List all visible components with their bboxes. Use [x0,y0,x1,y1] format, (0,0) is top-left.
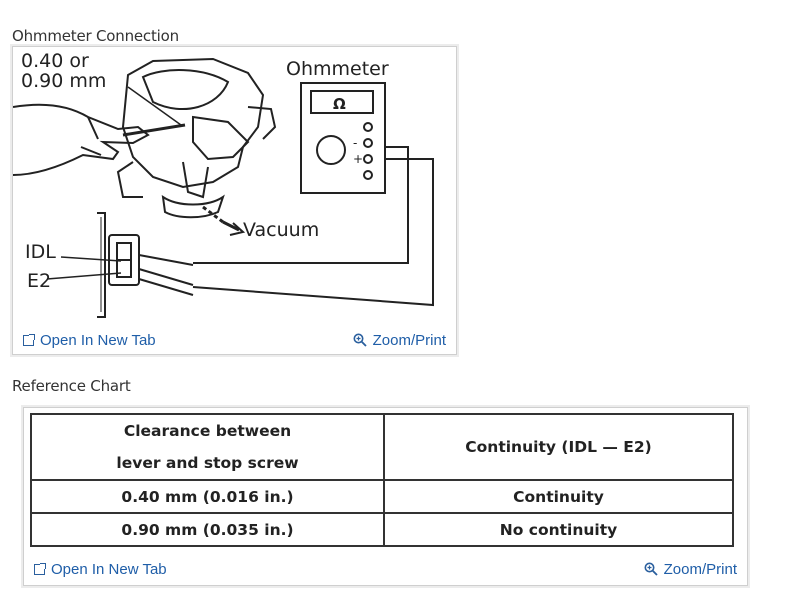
header-continuity: Continuity (IDL — E2) [383,413,734,481]
reference-chart-panel: Clearance between lever and stop screw C… [23,407,748,586]
ohmmeter-connection-diagram: 0.40 or 0.90 mm Ohmmeter Ω Vacuum IDL E2… [13,50,434,318]
gap-label-line2: 0.90 mm [21,70,106,92]
zoom-print-label: Zoom/Print [372,331,446,349]
zoom-print-link[interactable]: Zoom/Print [644,561,737,578]
open-in-new-tab-label: Open In New Tab [51,560,167,578]
reference-table: Clearance between lever and stop screw C… [30,413,734,547]
magnifier-icon [644,562,658,576]
external-link-icon [23,333,35,346]
plus-terminal-sign: + [353,152,363,166]
table-header-row: Clearance between lever and stop screw C… [30,413,734,481]
chart-panel-footer: Open In New Tab Zoom/Print [24,553,747,585]
header-clearance-line2: lever and stop screw [116,454,299,472]
ohmmeter-diagram-panel: 0.40 or 0.90 mm Ohmmeter Ω Vacuum IDL E2… [12,46,457,355]
external-link-icon [34,562,46,575]
table-row: 0.90 mm (0.035 in.) No continuity [30,512,734,547]
row-clearance-cell: 0.90 mm (0.035 in.) [30,512,385,547]
idl-label: IDL [25,241,56,263]
zoom-print-link[interactable]: Zoom/Print [353,332,446,349]
ohmmeter-label: Ohmmeter [286,58,389,80]
row-continuity-cell: No continuity [383,512,734,547]
header-clearance-line1: Clearance between [123,422,292,440]
diagram-panel-footer: Open In New Tab Zoom/Print [13,326,456,354]
table-row: 0.40 mm (0.016 in.) Continuity [30,479,734,514]
gap-label-line1: 0.40 or [21,50,89,72]
reference-chart-section-title: Reference Chart [12,377,131,395]
e2-label: E2 [27,270,51,292]
minus-terminal-sign: - [353,136,357,150]
ohm-symbol: Ω [333,95,346,113]
zoom-print-label: Zoom/Print [663,560,737,578]
open-in-new-tab-label: Open In New Tab [40,331,156,349]
open-in-new-tab-link[interactable]: Open In New Tab [23,332,156,349]
magnifier-icon [353,333,367,347]
open-in-new-tab-link[interactable]: Open In New Tab [34,561,167,578]
row-continuity-cell: Continuity [383,479,734,514]
ohmmeter-section-title: Ohmmeter Connection [12,27,179,45]
row-clearance-cell: 0.40 mm (0.016 in.) [30,479,385,514]
header-clearance: Clearance between lever and stop screw [30,413,385,481]
vacuum-label: Vacuum [243,219,319,241]
